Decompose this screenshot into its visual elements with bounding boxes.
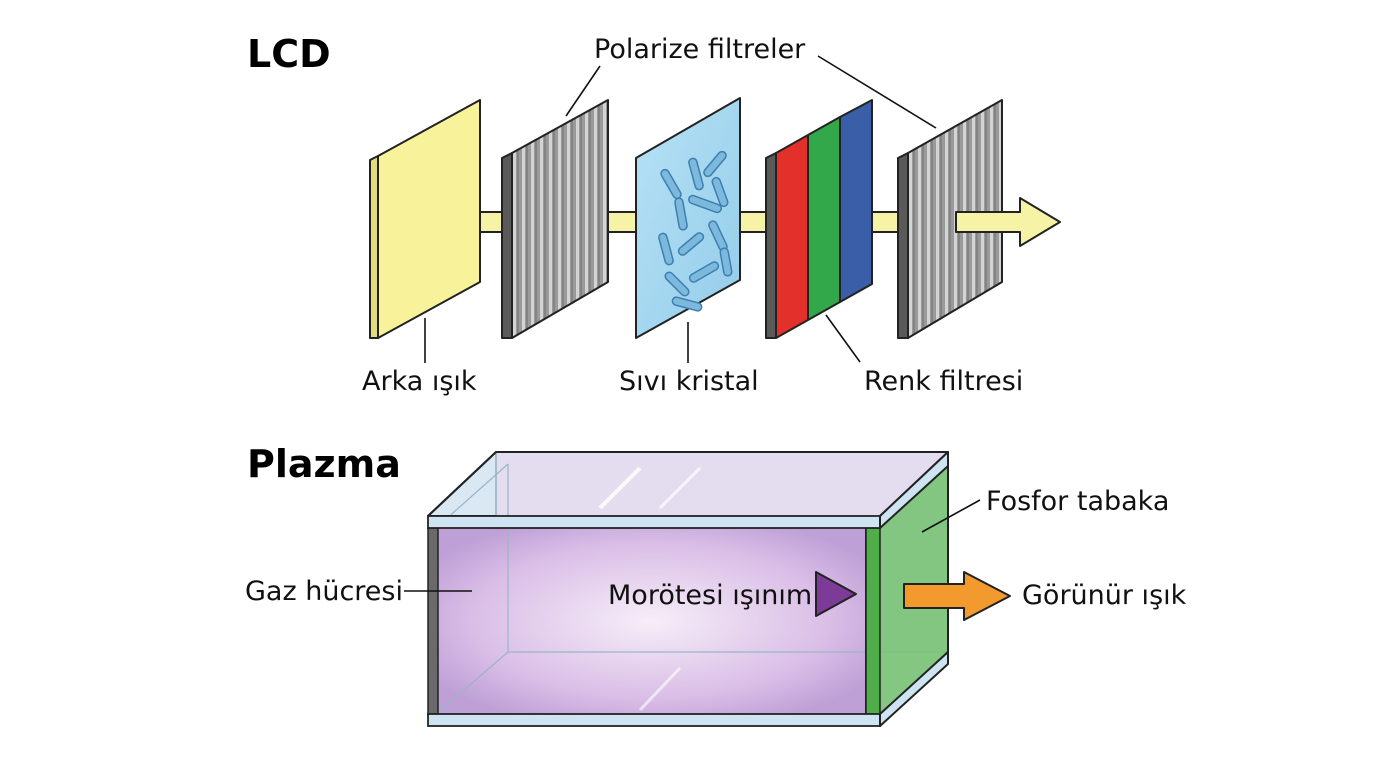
- backlight-label: Arka ışık: [362, 366, 477, 397]
- gas-cell-label: Gaz hücresi: [245, 576, 403, 607]
- uv-radiation-arrow: [815, 571, 857, 617]
- gas-cell-interior: [436, 528, 866, 714]
- visible-light-label: Görünür ışık: [1022, 580, 1187, 611]
- color-filter-leader: [825, 314, 861, 363]
- lcd-stack: [369, 97, 1061, 339]
- color-filter-label: Renk filtresi: [864, 366, 1023, 397]
- uv-radiation-label: Morötesi ışınım: [608, 580, 812, 611]
- phosphor-leader: [921, 499, 981, 533]
- plasma-title: Plazma: [247, 442, 401, 486]
- polarizers-label: Polarize filtreler: [594, 34, 806, 65]
- phosphor-layer-label: Fosfor tabaka: [986, 486, 1169, 517]
- polarizer-leader-2: [817, 55, 937, 129]
- polarizer-leader-1: [565, 65, 601, 117]
- liquid-crystal-panel: [635, 97, 741, 339]
- backlight-panel: [369, 99, 481, 339]
- liquid-crystal-molecules: [658, 150, 733, 312]
- liquid-crystal-label: Sıvı kristal: [619, 366, 759, 397]
- color-filter-panel: [765, 99, 873, 339]
- polarizer-filter-1: [501, 99, 609, 339]
- lcd-title: LCD: [247, 32, 331, 76]
- output-light-arrow: [955, 197, 1061, 247]
- visible-light-arrow: [903, 571, 1011, 621]
